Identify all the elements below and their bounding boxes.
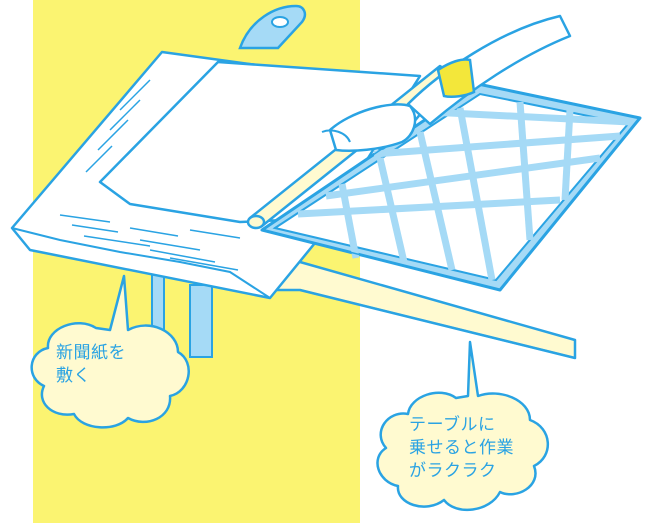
table-leg-right	[189, 284, 213, 358]
table-caption: テーブルに 乗せると作業 がラクラク	[409, 414, 514, 483]
yellow-cuff	[436, 58, 476, 99]
table-caption-line-2: 乗せると作業	[409, 438, 514, 458]
screen-frame	[260, 82, 642, 292]
newspaper-caption-line-2: 敷く	[56, 366, 91, 386]
speech-cloud-newspaper	[30, 274, 190, 429]
iron-icon	[238, 4, 307, 50]
newspaper-caption-line-1: 新聞紙を	[56, 343, 126, 363]
newspaper-caption: 新聞紙を 敷く	[56, 342, 126, 388]
table	[151, 256, 577, 360]
table-caption-line-3: がラクラク	[409, 461, 497, 481]
speech-cloud-table	[376, 340, 550, 512]
table-caption-line-1: テーブルに	[409, 415, 496, 435]
arm	[321, 14, 572, 152]
